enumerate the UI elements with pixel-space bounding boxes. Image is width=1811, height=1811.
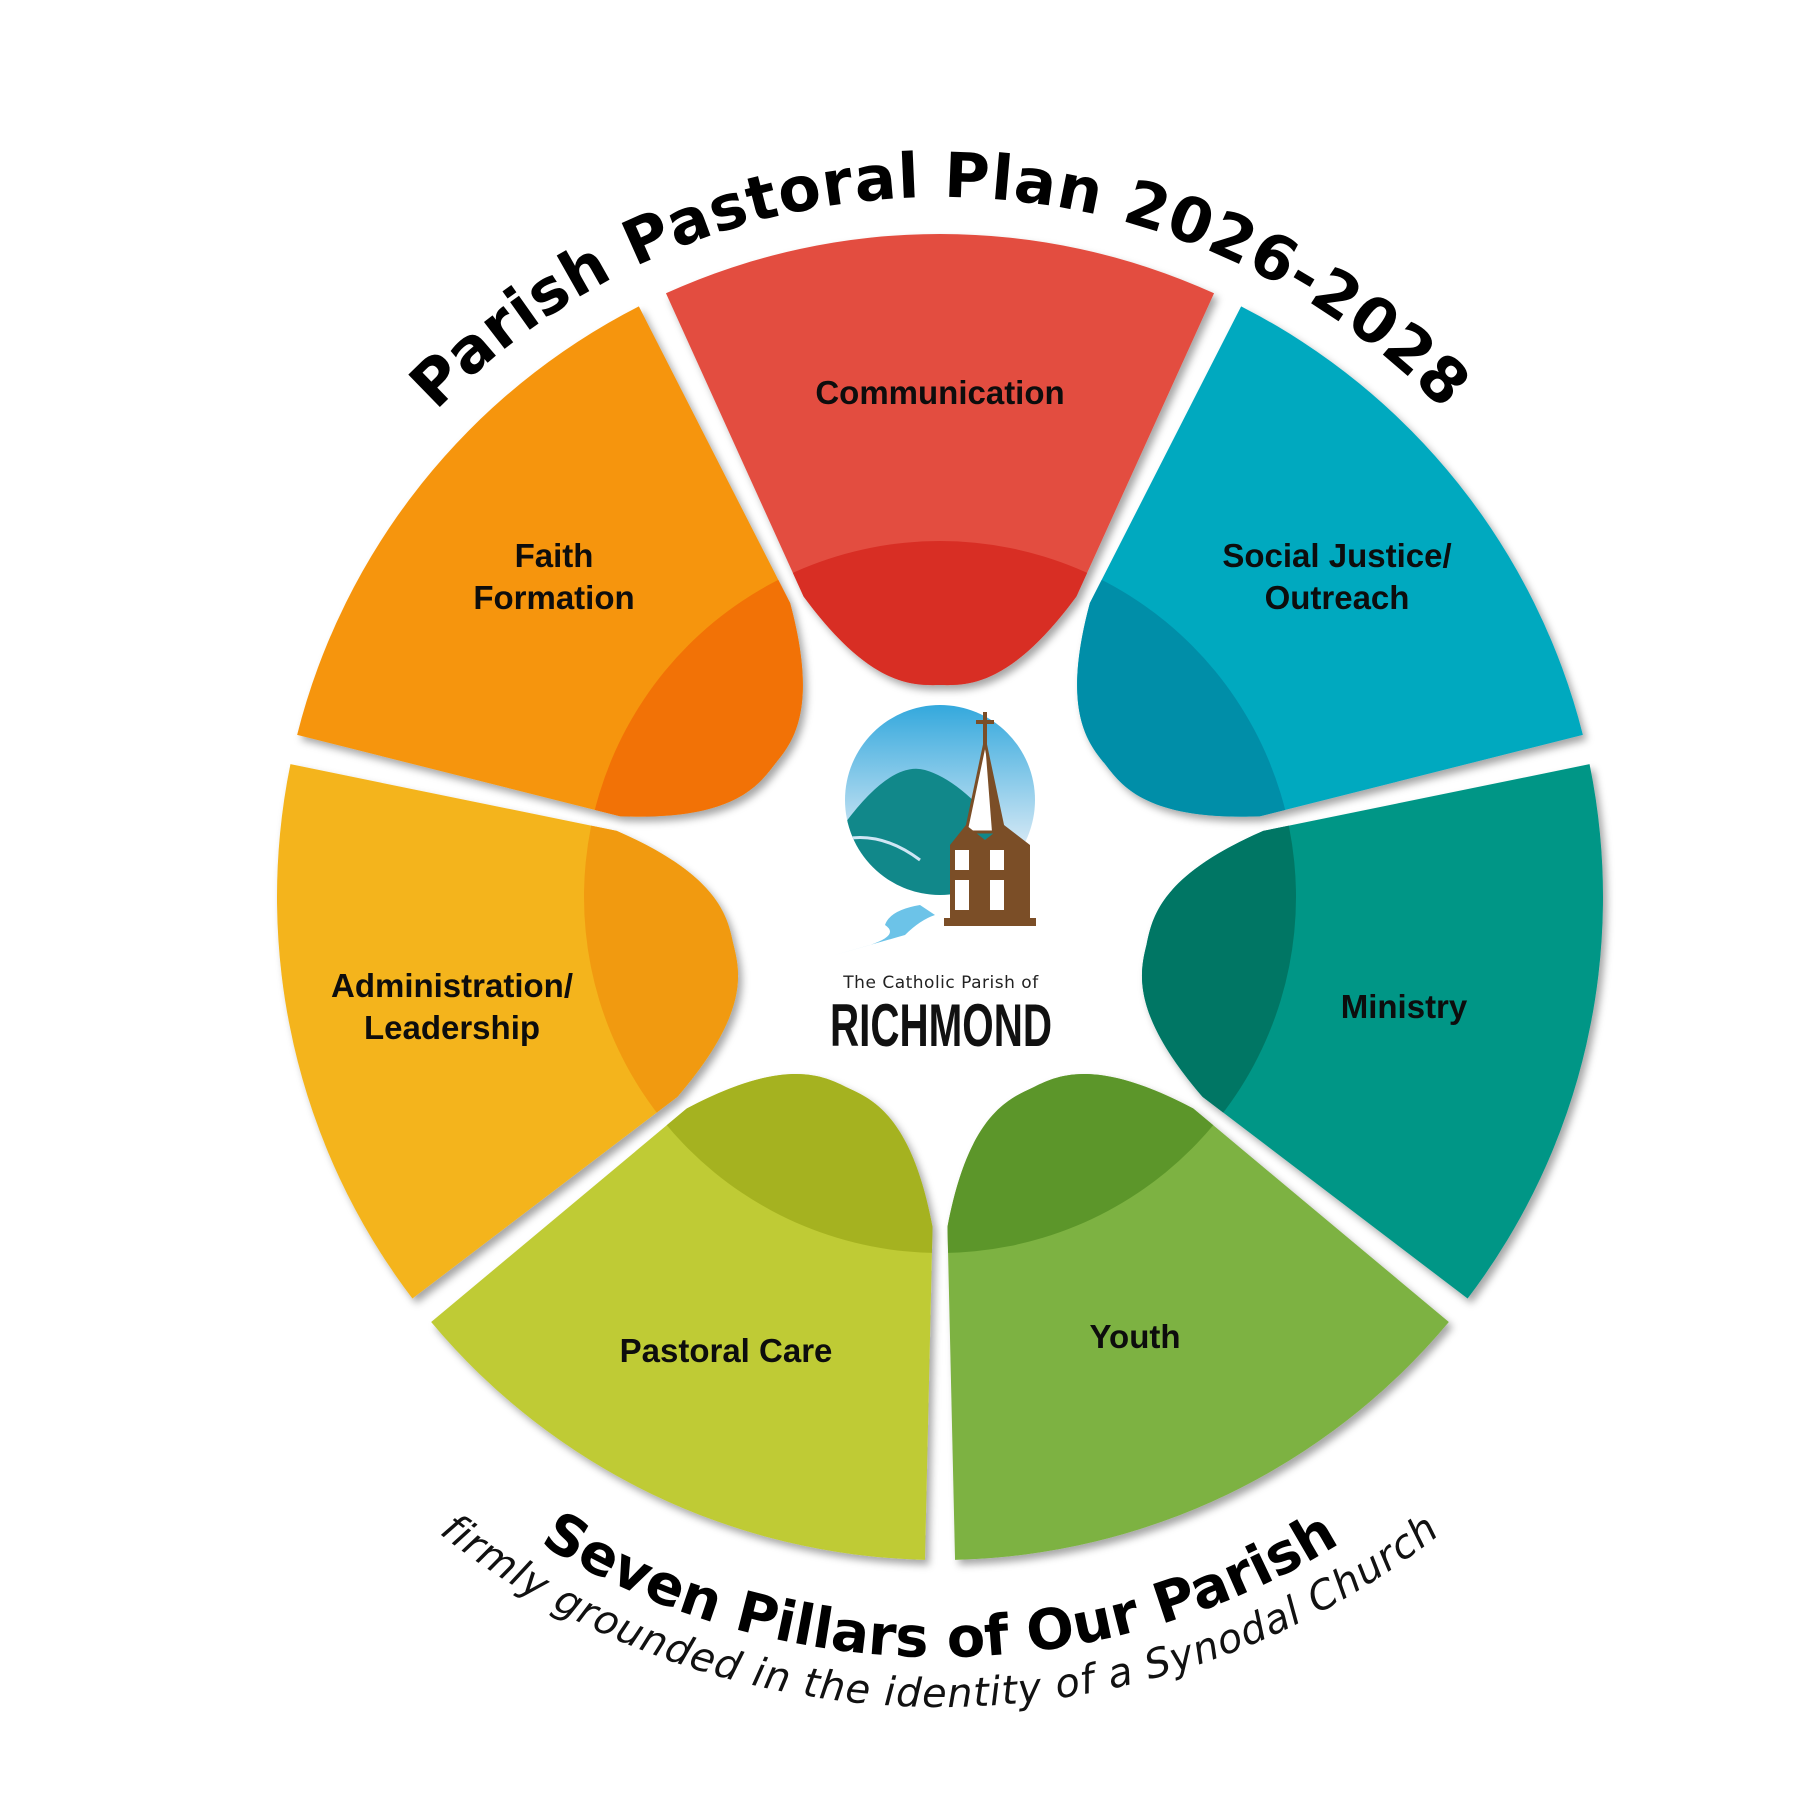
pillar-inner-band (584, 541, 803, 817)
pillar-label: Ministry (1341, 988, 1468, 1025)
church-steeple-over-hills-icon (835, 705, 1036, 955)
pillar-label: Communication (815, 374, 1064, 411)
pillar-administration: Administration/Leadership (276, 764, 739, 1299)
pillar-label: Social Justice/Outreach (1222, 537, 1451, 616)
pillar-ministry: Ministry (1141, 764, 1603, 1299)
pillar-social-justice: Social Justice/Outreach (1077, 306, 1583, 817)
pillar-label: Youth (1089, 1318, 1180, 1355)
parish-logo: The Catholic Parish of RICHMOND (830, 705, 1052, 1059)
pillar-label: Pastoral Care (620, 1332, 833, 1369)
pillar-inner-band (1077, 541, 1296, 817)
logo-big-text: RICHMOND (830, 992, 1052, 1059)
pillar-label: Administration/Leadership (331, 967, 573, 1046)
pillar-communication: Communication (665, 234, 1215, 686)
logo-small-text: The Catholic Parish of (842, 973, 1039, 993)
